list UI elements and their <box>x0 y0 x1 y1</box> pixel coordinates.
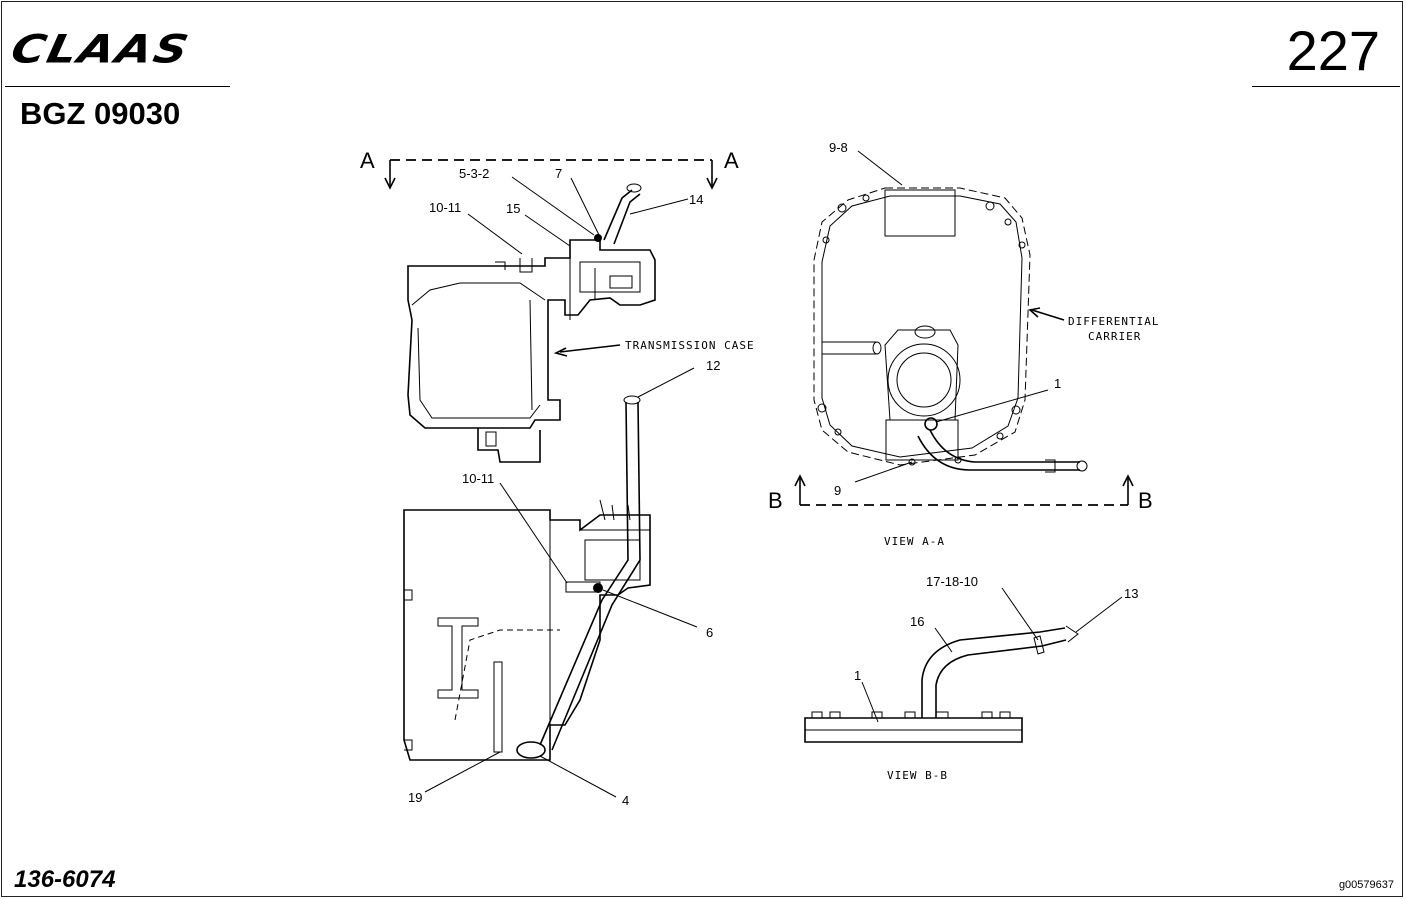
callout-9-8: 9-8 <box>829 140 848 155</box>
leader-15 <box>524 214 571 247</box>
leader-19 <box>424 751 501 793</box>
leader-differential <box>1031 309 1065 321</box>
transmission-case-drawing <box>407 183 656 463</box>
document-code: BGZ 09030 <box>20 96 181 131</box>
callout-19: 19 <box>408 790 422 805</box>
leader-17-18-10 <box>1001 587 1039 641</box>
leader-1-bottom <box>861 681 879 723</box>
section-mark-a-left: A <box>360 148 375 173</box>
callout-12: 12 <box>706 358 720 373</box>
page-number-underline <box>1252 86 1400 87</box>
leader-9-8 <box>857 150 903 186</box>
leader-1-top <box>935 389 1049 423</box>
callout-5-3-2: 5-3-2 <box>459 166 489 181</box>
view-b-b-drawing <box>804 625 1079 743</box>
leader-transmission-case <box>559 344 621 353</box>
part-number: 136-6074 <box>14 866 116 893</box>
callout-13: 13 <box>1124 586 1138 601</box>
leader-arrowhead-transmission <box>553 347 568 357</box>
callout-4: 4 <box>622 793 629 808</box>
leader-12 <box>637 367 695 398</box>
section-mark-b-right: B <box>1138 488 1153 513</box>
label-view-b-b: VIEW B-B <box>887 769 948 782</box>
leader-6 <box>602 589 698 628</box>
leader-arrowhead-differential <box>1028 307 1041 318</box>
callout-17-18-10: 17-18-10 <box>926 574 978 589</box>
callout-10-11-bottom: 10-11 <box>462 471 494 486</box>
page-number: 227 <box>1286 19 1380 82</box>
section-mark-a-right: A <box>724 148 739 173</box>
callout-10-11-top: 10-11 <box>429 200 461 215</box>
section-line-a <box>384 159 718 190</box>
label-carrier: CARRIER <box>1088 330 1141 343</box>
image-id: g00579637 <box>1338 879 1394 891</box>
leader-9 <box>854 461 913 483</box>
label-differential: DIFFERENTIAL <box>1068 315 1159 328</box>
leader-4 <box>539 755 617 798</box>
differential-carrier-drawing <box>813 187 1088 473</box>
leader-10-11-bottom <box>499 482 568 584</box>
label-transmission-case: TRANSMISSION CASE <box>625 339 755 352</box>
callout-15: 15 <box>506 201 520 216</box>
callout-1-top: 1 <box>1054 376 1061 391</box>
callout-6: 6 <box>706 625 713 640</box>
side-view-drawing <box>403 395 651 761</box>
leader-13 <box>1075 596 1123 633</box>
callout-14: 14 <box>689 192 703 207</box>
leader-10-11-top <box>467 213 523 255</box>
logo-underline <box>5 86 230 87</box>
leader-7 <box>570 177 601 238</box>
leader-14 <box>629 198 689 215</box>
section-mark-b-left: B <box>768 488 783 513</box>
leader-16 <box>934 627 953 653</box>
callout-7: 7 <box>555 166 562 181</box>
leader-5-3-2 <box>511 176 595 236</box>
callout-1-bottom: 1 <box>854 668 861 683</box>
callout-16: 16 <box>910 614 924 629</box>
section-line-b <box>794 474 1134 506</box>
callout-9: 9 <box>834 483 841 498</box>
label-view-a-a: VIEW A-A <box>884 535 945 548</box>
